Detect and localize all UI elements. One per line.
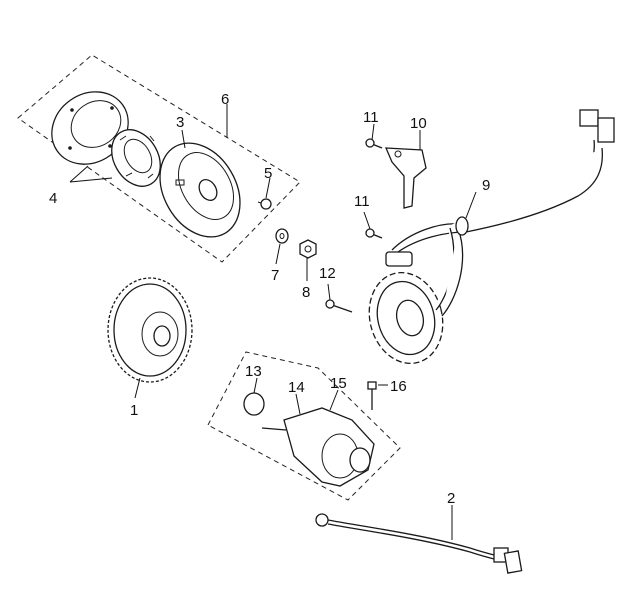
- callout-11-upper: 11: [363, 109, 379, 126]
- group-outline-flywheel: [17, 54, 301, 263]
- part-flywheel-rotor: [159, 142, 241, 238]
- callout-6: 6: [221, 91, 229, 108]
- part-screw-11-upper: [365, 138, 383, 149]
- callout-16: 16: [390, 378, 407, 395]
- callout-10: 10: [410, 115, 427, 132]
- callout-11-lower: 11: [354, 193, 370, 210]
- part-nut-8: [299, 239, 317, 259]
- part-bolt-5: [257, 198, 272, 210]
- leader-lines: [69, 104, 477, 540]
- callout-3: 3: [176, 114, 184, 131]
- callout-4: 4: [49, 190, 57, 207]
- callout-9: 9: [482, 177, 490, 194]
- callout-2: 2: [447, 490, 455, 507]
- callout-5: 5: [264, 165, 272, 182]
- part-o-ring-13: [243, 392, 265, 416]
- callout-7: 7: [271, 267, 279, 284]
- callout-15: 15: [330, 375, 347, 392]
- part-starter-gear: [107, 277, 193, 383]
- callout-1: 1: [130, 402, 138, 419]
- group-outline-starter: [207, 351, 401, 501]
- part-bracket-10: [384, 147, 427, 209]
- part-washer-7: [275, 228, 289, 244]
- part-stator-harness: [368, 109, 615, 365]
- part-starter-cable: [315, 513, 523, 574]
- callout-14: 14: [288, 379, 305, 396]
- part-bolt-12: [325, 299, 353, 313]
- part-screw-11-lower: [365, 228, 383, 239]
- part-bolt-16: [367, 381, 377, 410]
- callout-13: 13: [245, 363, 262, 380]
- part-starter-motor: [261, 407, 375, 487]
- callout-12: 12: [319, 265, 336, 282]
- callout-8: 8: [302, 284, 310, 301]
- part-one-way-clutch: [111, 129, 161, 187]
- part-starter-clutch-outer: [51, 91, 129, 165]
